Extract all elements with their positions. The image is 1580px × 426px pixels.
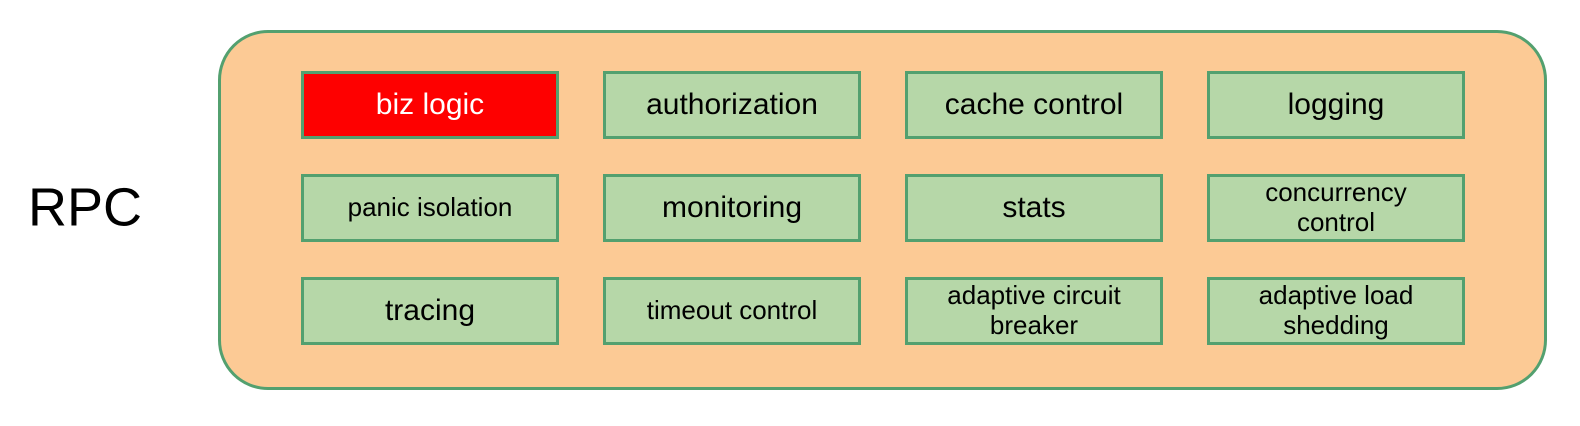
box-label: cache control xyxy=(944,87,1124,121)
box-label: adaptive load shedding xyxy=(1258,280,1414,340)
box-label: timeout control xyxy=(646,295,818,326)
box-label: biz logic xyxy=(375,87,485,121)
box-adaptive-circuit-breaker: adaptive circuit breaker xyxy=(905,277,1163,345)
box-monitoring: monitoring xyxy=(603,174,861,242)
box-label: tracing xyxy=(384,293,476,327)
box-biz-logic: biz logic xyxy=(301,71,559,139)
box-stats: stats xyxy=(905,174,1163,242)
box-authorization: authorization xyxy=(603,71,861,139)
box-label: stats xyxy=(1002,190,1066,224)
box-concurrency-control: concurrency control xyxy=(1207,174,1465,242)
box-tracing: tracing xyxy=(301,277,559,345)
box-label: concurrency control xyxy=(1265,177,1407,237)
box-timeout-control: timeout control xyxy=(603,277,861,345)
box-panic-isolation: panic isolation xyxy=(301,174,559,242)
box-logging: logging xyxy=(1207,71,1465,139)
box-label: logging xyxy=(1287,87,1385,121)
box-label: authorization xyxy=(646,87,818,121)
box-label: monitoring xyxy=(661,190,803,224)
box-label: panic isolation xyxy=(347,192,513,223)
rpc-container: biz logic authorization cache control lo… xyxy=(218,30,1547,390)
box-label: adaptive circuit breaker xyxy=(947,280,1121,340)
box-cache-control: cache control xyxy=(905,71,1163,139)
box-adaptive-load-shedding: adaptive load shedding xyxy=(1207,277,1465,345)
rpc-label: RPC xyxy=(28,177,143,238)
